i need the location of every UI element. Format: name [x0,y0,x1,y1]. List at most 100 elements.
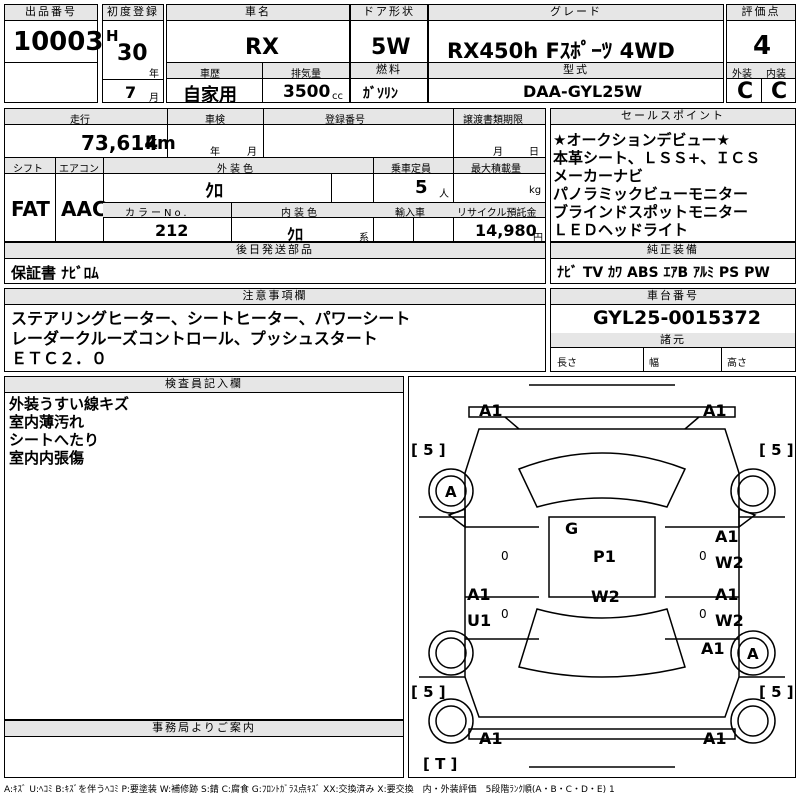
sales-point: ★オークションデビュー★ [553,131,730,149]
int-color: ｸﾛ [287,225,304,244]
inspection-label: 車検 [205,115,225,126]
transfer-label: 譲渡書類期限 [463,115,523,126]
transfer-month-unit: 月 [493,147,503,158]
height-label: 高さ [727,358,747,369]
mark-wheel-fl: A [445,483,457,501]
score: 4 [753,31,772,61]
chassis-label: 車台番号 [551,289,795,305]
lot-number: 10003 [13,27,104,57]
equipment-label: 純正装備 [551,243,795,259]
inspector-box: 検査員記入欄 外装うすい線キズ 室内薄汚れ シートへたり 室内内張傷 [4,376,404,720]
ext-score-label: 外装 [732,69,752,80]
mark-door-rl-2: U1 [467,611,492,630]
history: 自家用 [183,85,237,106]
score-label: 評価点 [727,5,795,21]
mark-door-rr-1: A1 [715,585,739,604]
inspector-line: シートへたり [9,431,100,449]
later-parts: 保証書 ﾅﾋﾞﾛﾑ [11,264,99,282]
note-line: ＥＴＣ２．０ [11,349,108,368]
car-name-label: 車名 [167,5,349,21]
later-parts-label: 後日発送部品 [5,243,545,259]
displacement: 3500 [283,82,331,102]
int-score-label: 内装 [766,69,786,80]
color-no: 212 [155,221,189,240]
lot-number-label: 出品番号 [5,5,97,21]
mark-bracket-tr: [ 5 ] [759,441,794,459]
reg-no-label: 登録番号 [325,115,365,126]
capacity: 5 [415,177,428,198]
door: 5W [371,35,411,60]
mark-door-fr-2: W2 [715,553,744,572]
grade-box: グレード RX450h Fｽﾎﾟｰﾂ 4WD 型式 DAA-GYL25W [428,4,724,103]
displacement-unit: cc [332,91,343,102]
note-line: レーダークルーズコントロール、プッシュスタート [11,329,378,348]
car-name: RX [245,35,279,60]
mark-zero-rear-right: 0 [699,607,707,621]
era: H [106,27,119,45]
score-box: 評価点 4 外装 内装 C C [726,4,796,104]
int-color-unit: 系 [359,233,369,244]
mark-quarter-right: A1 [701,639,725,658]
car-name-box: 車名 RX 車歴 排気量 自家用 3500 cc [166,4,350,106]
mark-zero-left: 0 [501,549,509,563]
car-diagram: A1 A1 [ 5 ] [ 5 ] A G P1 W2 A1 W2 0 0 A1… [408,376,796,778]
recycle-unit: 円 [533,233,543,244]
inspector-list: 外装うすい線キズ 室内薄汚れ シートへたり 室内内張傷 [9,395,129,467]
sales-point: メーカーナビ [553,167,644,185]
sales-point: ＬＥＤヘッドライト [553,221,689,239]
office-box: 事務局よりご案内 [4,720,404,778]
inspection-month-unit: 月 [247,147,257,158]
reg-year-unit: 年 [149,69,159,80]
note-line: ステアリングヒーター、シートヒーター、パワーシート [11,309,411,328]
mark-bracket-bl: [ 5 ] [411,683,446,701]
mark-door-rr-2: W2 [715,611,744,630]
model-label: 型式 [429,63,723,79]
recycle-label: リサイクル預託金 [457,208,537,219]
notes-box: 注意事項欄 ステアリングヒーター、シートヒーター、パワーシート レーダークルーズ… [4,288,546,372]
displacement-label: 排気量 [291,69,321,80]
inspector-line: 室内内張傷 [9,449,85,467]
width-label: 幅 [649,358,659,369]
inspector-line: 室内薄汚れ [9,413,85,431]
legend: A:ｷｽﾞ U:ﾍｺﾐ B:ｷｽﾞを伴うﾍｺﾐ P:要塗装 W:補修跡 S:錆 … [4,785,615,795]
history-label: 車歴 [200,69,220,80]
mark-wheel-rr: A [747,645,759,663]
recycle: 14,980 [475,221,537,240]
office-label: 事務局よりご案内 [5,721,403,737]
specs-label: 諸元 [551,333,795,348]
load-unit: kg [529,185,542,196]
first-registration-box: 初度登録 H 30 年 7 月 [102,4,164,104]
inspection-year-unit: 年 [210,147,220,158]
load-label: 最大積載量 [471,164,521,175]
mark-roof-1: P1 [593,547,616,566]
mark-roof-2: W2 [591,587,620,606]
door-box: ドア形状 5W 燃料 ｶﾞｿﾘﾝ [350,4,428,103]
notes-label: 注意事項欄 [5,289,545,305]
mark-door-fr-1: A1 [715,527,739,546]
ext-color-label: 外装色 [217,164,256,175]
capacity-label: 乗車定員 [391,164,431,175]
shift: FAT [11,197,50,221]
later-parts-box: 後日発送部品 保証書 ﾅﾋﾞﾛﾑ [4,242,546,284]
mark-bracket-tl: [ 5 ] [411,441,446,459]
sales-point: 本革シート、ＬＳＳ+、ＩＣＳ [553,149,761,167]
mark-rear-right: A1 [703,729,727,748]
mark-zero-right: 0 [699,549,707,563]
mileage-label: 走行 [70,115,90,126]
ac: AAC [61,197,107,221]
inspector-label: 検査員記入欄 [5,377,403,393]
car-outline [419,384,785,768]
inspector-line: 外装うすい線キズ [9,395,130,413]
chassis-box: 車台番号 GYL25-0015372 諸元 長さ 幅 高さ [550,288,796,372]
fuel: ｶﾞｿﾘﾝ [363,86,398,102]
int-score: C [771,79,788,104]
sales-points-list: ★オークションデビュー★ 本革シート、ＬＳＳ+、ＩＣＳ メーカーナビ パノラミッ… [553,131,760,239]
mark-front-left: A1 [479,401,503,420]
first-registration-label: 初度登録 [103,5,163,21]
capacity-unit: 人 [439,189,449,200]
sales-points-box: セールスポイント ★オークションデビュー★ 本革シート、ＬＳＳ+、ＩＣＳ メーカ… [550,108,796,242]
model: DAA-GYL25W [523,82,643,101]
sales-point: ブラインドスポットモニター [553,203,749,221]
reg-year: 30 [117,41,148,66]
grade: RX450h Fｽﾎﾟｰﾂ 4WD [447,39,675,63]
